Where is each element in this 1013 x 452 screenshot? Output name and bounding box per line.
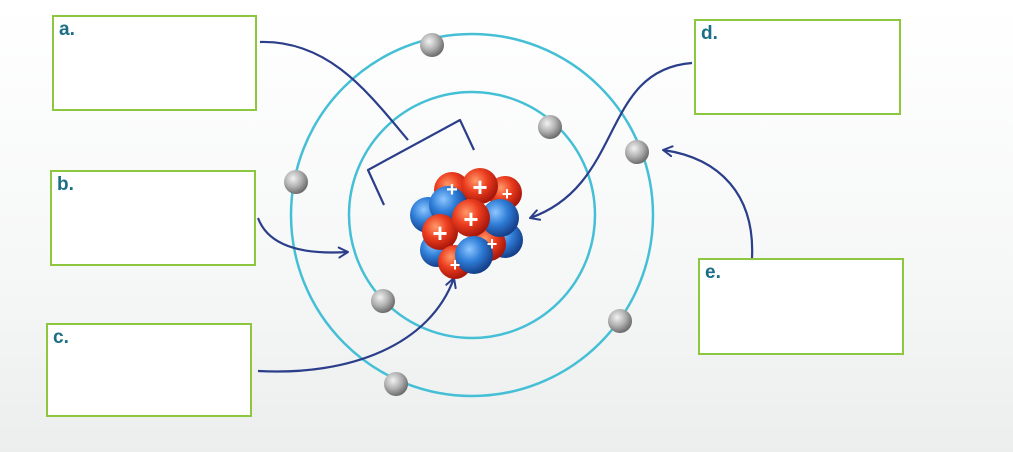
electron	[371, 289, 395, 313]
proton	[452, 199, 490, 237]
arrow-b	[256, 217, 349, 259]
inner-orbit	[347, 90, 597, 340]
proton	[422, 214, 458, 250]
arrow-e	[662, 145, 754, 259]
proton-plus-sign: +	[446, 179, 458, 201]
label-box-e[interactable]: e.	[698, 258, 904, 355]
electron	[538, 115, 562, 139]
arrow-d	[529, 61, 693, 221]
neutron	[481, 199, 519, 237]
leader-line-a	[259, 40, 409, 141]
label-box-d[interactable]: d.	[694, 19, 901, 115]
label-box-b[interactable]: b.	[50, 170, 256, 266]
label-letter-b: b.	[57, 174, 74, 195]
proton-plus-sign: +	[463, 204, 478, 234]
proton-plus-sign: +	[487, 234, 498, 254]
outer-orbit	[289, 32, 655, 398]
proton-plus-sign: +	[472, 172, 487, 202]
arrow-c	[257, 277, 457, 373]
label-box-a[interactable]: a.	[52, 15, 257, 111]
label-letter-a: a.	[59, 19, 75, 40]
proton-plus-sign: +	[450, 255, 461, 275]
electron	[420, 33, 444, 57]
nucleus: + + + + + + +	[410, 168, 523, 279]
neutron	[455, 236, 493, 274]
label-box-c[interactable]: c.	[46, 323, 252, 417]
electron	[384, 372, 408, 396]
electron	[608, 309, 632, 333]
label-letter-e: e.	[705, 262, 721, 283]
electron	[284, 170, 308, 194]
proton-plus-sign: +	[432, 218, 447, 248]
proton-plus-signs: + + + + + + +	[432, 172, 512, 275]
label-letter-d: d.	[701, 23, 718, 44]
electrons	[284, 33, 649, 396]
proton	[462, 168, 498, 204]
nucleus-bracket	[366, 118, 475, 206]
proton-plus-sign: +	[502, 184, 513, 204]
label-letter-c: c.	[53, 327, 69, 348]
electron	[625, 140, 649, 164]
